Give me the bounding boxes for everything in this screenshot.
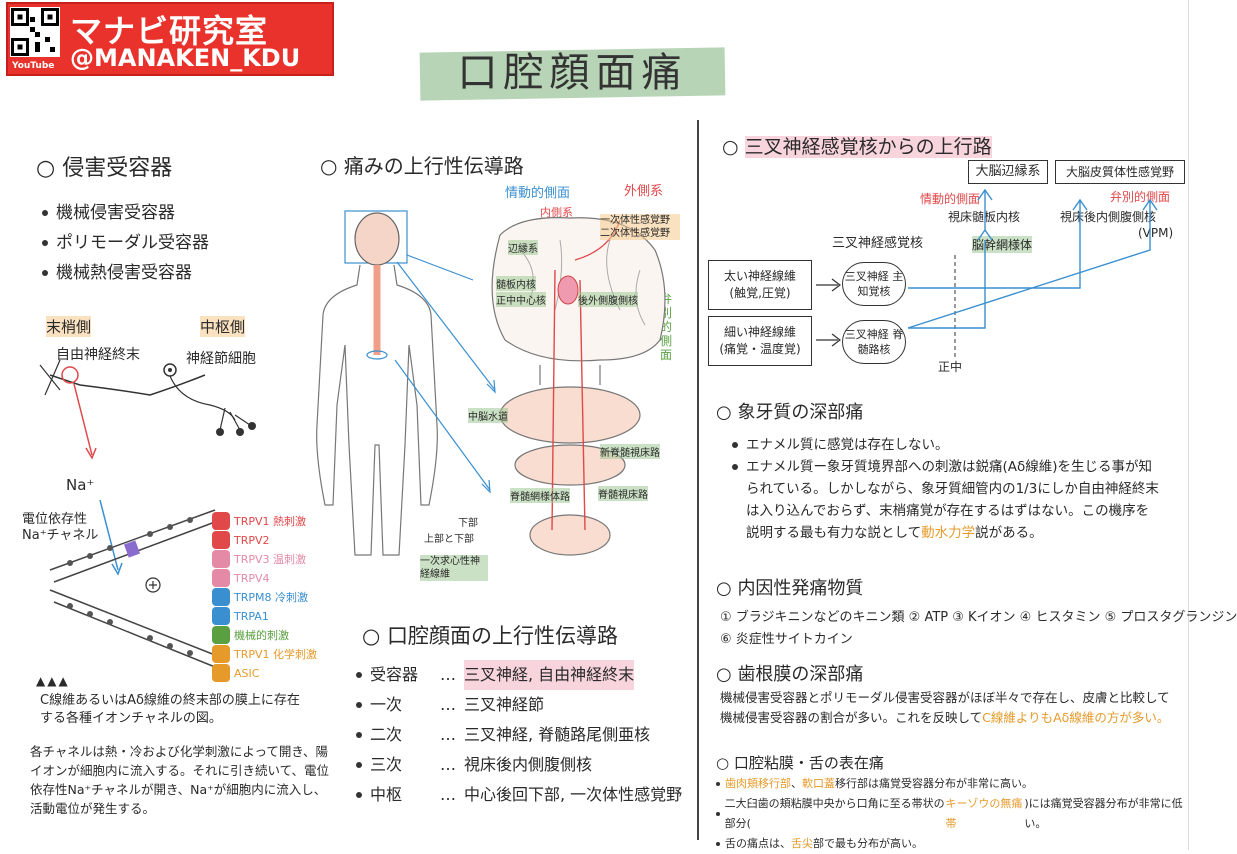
- youtube-label: YouTube: [12, 61, 55, 71]
- limbic-box: 大脳辺縁系: [968, 160, 1048, 184]
- trigeminal-heading: ○ 三叉神経感覚核からの上行路: [722, 136, 992, 158]
- trig-emotional-label: 情動的側面: [920, 192, 981, 206]
- trp-label: TRPV4: [234, 572, 270, 585]
- column-divider: [697, 120, 699, 840]
- thick-fiber-label: 太い神経線維: [723, 269, 796, 283]
- thalamus-a-label: 髄板内核: [496, 276, 536, 291]
- neuron-label: 一次求心性神経線維: [420, 555, 488, 581]
- list-item: 受容器…三叉神経, 自由神経終末: [356, 660, 682, 690]
- cortex-label: 一次体性感覚野 二次体性感覚野: [600, 214, 680, 240]
- endogenous-line-1: ① ブラジキニンなどのキニン類 ② ATP ③ Kイオン ④ ヒスタミン ⑤ プ…: [720, 610, 1237, 625]
- medial-label: 内側系: [540, 206, 573, 219]
- list-item: エナメル質ー象牙質境界部への刺激は鋭痛(Aδ線維)を生じる事が知られている。しか…: [732, 456, 1162, 544]
- trp-label: TRPM8 冷刺激: [234, 591, 308, 604]
- trig-discriminative-label: 弁別的側面: [1110, 190, 1171, 204]
- nerve-ending-label: 自由神経終末: [56, 347, 140, 363]
- mucosa-heading: ○ 口腔粘膜・舌の表在痛: [716, 754, 884, 772]
- cord-a-label: 上部と下部: [424, 534, 474, 545]
- endogenous-heading: ○ 内因性発痛物質: [716, 578, 864, 599]
- body-outline: [316, 210, 474, 556]
- list-item: 二大臼歯の頬粘膜中央から口角に至る帯状の部分(キーゾウの無痛帯)には痛覚受容器分…: [716, 794, 1186, 834]
- list-item: 機械熱侵害受容器: [42, 258, 209, 288]
- thick-fiber-box: 太い神経線維 (触覚,圧覚): [708, 260, 812, 310]
- thin-fiber-sub: (痛覚・温度覚): [719, 342, 801, 356]
- ascending-heading: ○ 痛みの上行性伝導路: [320, 154, 524, 178]
- mucosa-body: 歯肉頬移行部、軟口蓋移行部は痛覚受容器分布が非常に高い。 二大臼歯の頬粘膜中央か…: [716, 774, 1186, 854]
- thin-fiber-box: 細い神経線維 (痛覚・温度覚): [708, 316, 812, 366]
- list-item: 中枢…中心後回下部, 一次体性感覚野: [356, 780, 682, 810]
- trp-label: 機械的刺激: [234, 629, 289, 642]
- list-item: 二次…三叉神経, 脊髄路尾側亜核: [356, 720, 682, 750]
- somatosensory-box: 大脳皮質体性感覚野: [1055, 160, 1185, 184]
- trp-label: TRPA1: [234, 610, 269, 623]
- trp-label: TRPV3 温刺激: [234, 553, 307, 566]
- page-edge: [1188, 0, 1189, 850]
- thal-a-label: 視床髄板内核: [948, 210, 1021, 224]
- na-label: Na⁺: [66, 476, 95, 494]
- perio-highlight: C線維よりもAδ線維の方が多い。: [982, 710, 1170, 725]
- list-item: エナメル質に感覚は存在しない。: [732, 434, 1162, 456]
- main-nucleus-oval: 三叉神経 主知覚核: [842, 262, 906, 306]
- thal-b-label: 視床後内側腹側核: [1060, 210, 1157, 224]
- midline-label: 正中: [938, 360, 963, 374]
- thin-fiber-label: 細い神経線維: [723, 325, 796, 339]
- nociceptor-list: 機械侵害受容器 ポリモーダル受容器 機械熱侵害受容器: [42, 198, 209, 288]
- trp-label: TRPV2: [234, 534, 270, 547]
- brain-diagram: [491, 217, 666, 556]
- central-label: 中枢側: [200, 316, 246, 337]
- dentin-body: エナメル質に感覚は存在しない。 エナメル質ー象牙質境界部への刺激は鋭痛(Aδ線維…: [732, 434, 1162, 544]
- ganglion-label: 神経節細胞: [186, 351, 256, 367]
- tract-label: 新脊髄視床路: [600, 444, 660, 459]
- brand-name: マナビ研究室: [70, 12, 269, 50]
- perio-heading: ○ 歯根膜の深部痛: [716, 664, 864, 685]
- trig-nucleus-label: 三叉神経感覚核: [832, 236, 924, 251]
- list-item: 舌の痛点は、舌尖部で最も分布が高い。: [716, 834, 1186, 854]
- membrane-diagram: [49, 499, 216, 668]
- dentin-heading: ○ 象牙質の深部痛: [716, 402, 864, 423]
- spinal-nucleus-oval: 三叉神経 脊髄路核: [842, 320, 906, 364]
- trp-label: TRPV1 化学刺激: [234, 648, 318, 661]
- reticular-label: 脳幹網様体: [972, 236, 1033, 253]
- list-item: 機械侵害受容器: [42, 198, 209, 228]
- neuron-diagram: [39, 359, 256, 460]
- thick-fiber-sub: (触覚,圧覚): [729, 286, 791, 300]
- brand-logo: YouTube マナビ研究室 @MANAKEN_KDU: [6, 2, 334, 76]
- list-item: 一次…三叉神経節: [356, 690, 682, 720]
- membrane-caption: C線維あるいはAδ線維の終末部の膜上に存在する各種イオンチャネルの図。: [40, 693, 300, 726]
- trigeminal-pathway-lines: [816, 188, 1158, 360]
- thalamus-b-label: 正中中心核: [496, 292, 546, 307]
- thalamus-c-label: 後外側腹側核: [578, 292, 638, 307]
- cord-b-label: 下部: [458, 518, 478, 529]
- channel-stack: [212, 512, 230, 682]
- pathway-arrows: [394, 261, 496, 494]
- channel-label: 電位依存性 Na⁺チャネル: [22, 512, 99, 543]
- medulla-a-label: 脊髄網様体路: [510, 488, 570, 503]
- brand-handle: @MANAKEN_KDU: [70, 44, 301, 72]
- page-title-block: 口腔顔面痛: [419, 40, 726, 101]
- nociceptor-heading: ○ 侵害受容器: [36, 156, 173, 181]
- trp-label: TRPV1 熱刺激: [234, 515, 307, 528]
- trp-labels: TRPV1 熱刺激 TRPV2 TRPV3 温刺激 TRPV4 TRPM8 冷刺…: [234, 512, 317, 683]
- theory-highlight: 動水力学: [921, 525, 976, 541]
- qr-code-icon: [10, 7, 60, 57]
- perio-body: 機械侵害受容器とポリモーダル侵害受容器がほぼ半々で存在し、皮膚と比較して機械侵害…: [720, 690, 1170, 725]
- list-item: 歯肉頬移行部、軟口蓋移行部は痛覚受容器分布が非常に高い。: [716, 774, 1186, 794]
- endogenous-line-2: ⑥ 炎症性サイトカイン: [720, 632, 853, 647]
- vpm-label: (VPM): [1138, 226, 1174, 240]
- list-item: ポリモーダル受容器: [42, 228, 209, 258]
- midbrain-label: 中脳水道: [468, 408, 508, 423]
- trp-label: ASIC: [234, 667, 260, 680]
- medulla-b-label: 脊髄視床路: [598, 486, 648, 501]
- membrane-description: 各チャネルは熱・冷および化学刺激によって開き、陽イオンが細胞内に流入する。それに…: [30, 744, 330, 816]
- page-title: 口腔顔面痛: [457, 50, 688, 96]
- emotional-label: 情動的側面: [505, 186, 571, 201]
- oral-path-list: 受容器…三叉神経, 自由神経終末 一次…三叉神経節 二次…三叉神経, 脊髄路尾側…: [356, 660, 682, 810]
- lateral-label: 外側系: [624, 184, 664, 199]
- list-item: 三次…視床後内側腹側核: [356, 750, 682, 780]
- oral-path-heading: ○ 口腔顔面の上行性伝導路: [362, 624, 618, 648]
- peripheral-label: 末梢側: [46, 316, 92, 337]
- limbic-label: 辺縁系: [508, 240, 538, 255]
- triangle-icons: ▲▲▲: [36, 674, 70, 688]
